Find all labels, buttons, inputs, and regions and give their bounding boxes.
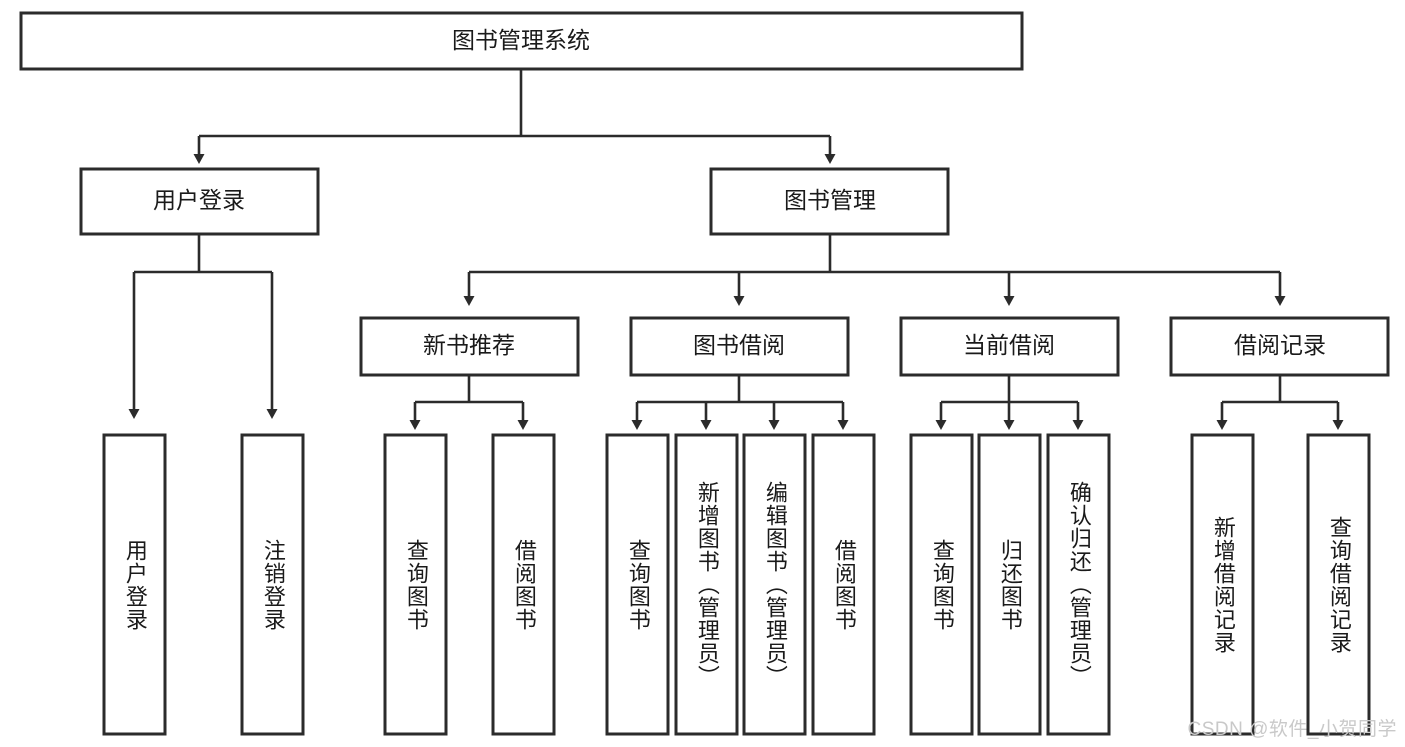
- leaf-node-borrow-book-1-box[interactable]: [491, 433, 556, 736]
- leaf-node-borrow-book-2[interactable]: 借阅图书: [811, 433, 876, 736]
- leaf-node-add-book-label: 新增图书（管理员）: [694, 481, 720, 688]
- leaf-node-user-login[interactable]: 用户登录: [102, 433, 167, 736]
- leaf-node-borrow-book-1-label: 借阅图书: [511, 538, 537, 631]
- leaf-node-return-book-label: 归还图书: [997, 538, 1023, 631]
- node-borrow-record-label: 借阅记录: [1234, 332, 1326, 358]
- root-node-label: 图书管理系统: [452, 27, 590, 53]
- node-borrow-record-box[interactable]: [1169, 316, 1390, 377]
- leaf-node-query-book-2-label: 查询图书: [625, 538, 651, 631]
- leaf-node-return-book[interactable]: 归还图书: [977, 433, 1042, 736]
- leaf-node-query-book-2[interactable]: 查询图书: [605, 433, 670, 736]
- leaf-node-query-book-3[interactable]: 查询图书: [909, 433, 974, 736]
- leaf-node-confirm-return[interactable]: 确认归还（管理员）: [1046, 433, 1111, 736]
- node-book-borrow-box[interactable]: [629, 316, 850, 377]
- leaf-node-query-book-3-box[interactable]: [909, 433, 974, 736]
- node-book-management-label: 图书管理: [784, 187, 876, 213]
- leaf-node-user-logout-box[interactable]: [240, 433, 305, 736]
- node-user-login[interactable]: 用户登录: [79, 167, 320, 236]
- leaf-node-borrow-book-1[interactable]: 借阅图书: [491, 433, 556, 736]
- leaf-node-edit-book[interactable]: 编辑图书（管理员）: [742, 433, 807, 736]
- leaf-node-add-book-box[interactable]: [674, 433, 739, 736]
- node-book-management-box[interactable]: [709, 167, 950, 236]
- leaf-node-return-book-box[interactable]: [977, 433, 1042, 736]
- node-book-borrow-label: 图书借阅: [693, 332, 785, 358]
- node-book-borrow[interactable]: 图书借阅: [629, 316, 850, 377]
- edges-group: [128, 69, 1344, 430]
- leaf-node-edit-book-label: 编辑图书（管理员）: [762, 481, 788, 688]
- leaf-node-confirm-return-label: 确认归还（管理员）: [1066, 481, 1092, 688]
- leaf-node-user-login-box[interactable]: [102, 433, 167, 736]
- leaf-node-query-book-1[interactable]: 查询图书: [383, 433, 448, 736]
- node-user-login-label: 用户登录: [153, 187, 245, 213]
- leaf-node-borrow-book-2-box[interactable]: [811, 433, 876, 736]
- node-new-book-recommend[interactable]: 新书推荐: [359, 316, 580, 377]
- leaf-node-query-book-1-label: 查询图书: [403, 538, 429, 631]
- node-current-borrow-label: 当前借阅: [963, 332, 1055, 358]
- leaf-node-query-record-box[interactable]: [1306, 433, 1371, 736]
- leaf-node-query-book-2-box[interactable]: [605, 433, 670, 736]
- node-borrow-record[interactable]: 借阅记录: [1169, 316, 1390, 377]
- leaf-node-query-book-1-box[interactable]: [383, 433, 448, 736]
- leaf-node-confirm-return-box[interactable]: [1046, 433, 1111, 736]
- node-book-management[interactable]: 图书管理: [709, 167, 950, 236]
- leaf-node-query-record[interactable]: 查询借阅记录: [1306, 433, 1371, 736]
- root-node[interactable]: 图书管理系统: [19, 11, 1024, 71]
- leaf-node-add-record[interactable]: 新增借阅记录: [1190, 433, 1255, 736]
- leaf-node-edit-book-box[interactable]: [742, 433, 807, 736]
- node-new-book-recommend-label: 新书推荐: [423, 332, 515, 358]
- leaf-node-borrow-book-2-label: 借阅图书: [831, 538, 857, 631]
- leaf-node-add-record-label: 新增借阅记录: [1210, 515, 1236, 654]
- leaf-node-query-record-label: 查询借阅记录: [1326, 515, 1352, 654]
- leaf-node-add-book[interactable]: 新增图书（管理员）: [674, 433, 739, 736]
- node-current-borrow-box[interactable]: [899, 316, 1120, 377]
- leaf-node-user-logout-label: 注销登录: [260, 538, 286, 631]
- node-user-login-box[interactable]: [79, 167, 320, 236]
- leaf-node-user-login-label: 用户登录: [122, 538, 148, 631]
- node-new-book-recommend-box[interactable]: [359, 316, 580, 377]
- leaf-node-user-logout[interactable]: 注销登录: [240, 433, 305, 736]
- leaf-node-add-record-box[interactable]: [1190, 433, 1255, 736]
- leaf-nodes-group: 用户登录 注销登录 查询图书: [102, 433, 1371, 736]
- node-current-borrow[interactable]: 当前借阅: [899, 316, 1120, 377]
- leaf-node-query-book-3-label: 查询图书: [929, 538, 955, 631]
- root-node-box[interactable]: [19, 11, 1024, 71]
